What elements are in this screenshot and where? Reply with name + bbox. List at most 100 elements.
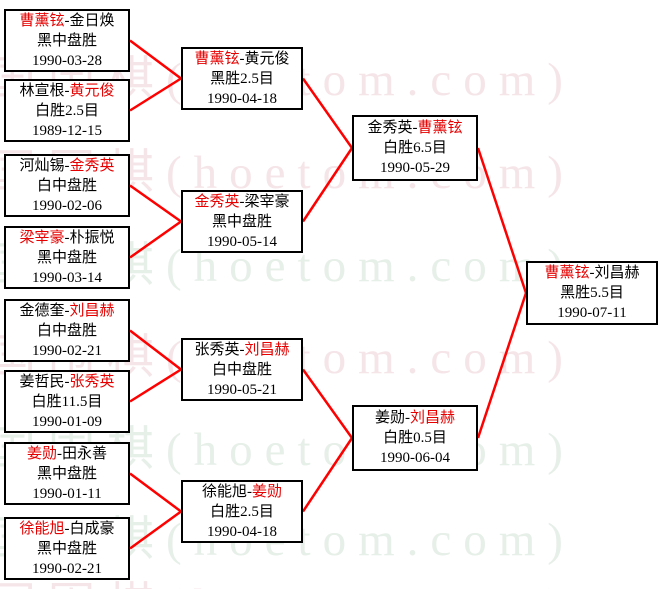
player-name: 梁宰豪 bbox=[19, 229, 65, 246]
match-players: 张秀英-刘昌赫 bbox=[183, 340, 301, 360]
match-date: 1990-07-11 bbox=[557, 305, 627, 321]
bracket-connector bbox=[129, 220, 182, 259]
name-separator: - bbox=[589, 265, 595, 281]
match-result: 白中盘胜 bbox=[36, 177, 97, 194]
player-name: 黄元俊 bbox=[69, 82, 115, 99]
player-name: 刘昌赫 bbox=[244, 341, 290, 358]
player-name: 刘昌赫 bbox=[410, 410, 456, 426]
match-date: 1990-04-18 bbox=[207, 523, 277, 540]
bracket-connector bbox=[476, 292, 528, 439]
player-name: 白成豪 bbox=[69, 520, 115, 537]
match-date: 1990-05-29 bbox=[380, 160, 450, 176]
match-players: 姜勋-刘昌赫 bbox=[354, 408, 476, 428]
player-name: 姜勋 bbox=[26, 445, 57, 462]
name-separator: - bbox=[64, 373, 70, 390]
player-name: 刘昌赫 bbox=[69, 302, 115, 319]
name-separator: - bbox=[64, 157, 70, 174]
match-date: 1990-05-21 bbox=[207, 381, 277, 398]
player-name: 张秀英 bbox=[69, 373, 115, 390]
player-name: 徐能旭 bbox=[19, 520, 65, 537]
name-separator: - bbox=[247, 483, 252, 500]
match-result: 白胜11.5目 bbox=[31, 393, 103, 410]
match-players: 金德奎-刘昌赫 bbox=[6, 301, 128, 321]
match-box-quarterfinals-2: 金秀英-梁宰豪黑中盘胜 1990-05-14 bbox=[181, 190, 303, 253]
match-result: 白中盘胜 bbox=[36, 322, 97, 339]
match-result: 白胜6.5目 bbox=[383, 140, 447, 156]
match-date: 1990-03-14 bbox=[32, 269, 102, 286]
match-players: 林宣根-黄元俊 bbox=[6, 81, 128, 101]
player-name: 刘昌赫 bbox=[594, 265, 640, 281]
match-box-semifinals-2: 姜勋-刘昌赫白胜0.5目 1990-06-04 bbox=[352, 405, 478, 471]
bracket-connector bbox=[129, 39, 182, 80]
match-players: 梁宰豪-朴振悦 bbox=[6, 228, 128, 248]
match-result: 黑中盘胜 bbox=[36, 32, 97, 49]
name-separator: - bbox=[239, 341, 245, 358]
player-name: 徐能旭 bbox=[201, 483, 247, 500]
match-players: 曹薰铉-黄元俊 bbox=[183, 49, 301, 69]
match-date: 1990-02-06 bbox=[32, 197, 102, 214]
name-separator: - bbox=[239, 193, 245, 210]
name-separator: - bbox=[64, 302, 70, 319]
match-players: 徐能旭-白成豪 bbox=[6, 519, 128, 539]
bracket-connector bbox=[129, 329, 182, 371]
match-players: 曹薰铉-刘昌赫 bbox=[528, 263, 656, 283]
match-box-quarterfinals-4: 徐能旭-姜勋白胜2.5目 1990-04-18 bbox=[181, 480, 303, 543]
match-date: 1989-12-15 bbox=[32, 122, 102, 139]
match-date: 1990-06-04 bbox=[380, 450, 450, 466]
match-date: 1990-02-21 bbox=[32, 560, 102, 577]
match-date: 1990-01-11 bbox=[32, 485, 102, 502]
player-name: 曹薰铉 bbox=[417, 120, 463, 136]
match-date: 1990-03-28 bbox=[32, 52, 102, 69]
match-result: 黑中盘胜 bbox=[211, 213, 272, 230]
bracket-connector bbox=[301, 437, 354, 513]
bracket-connector bbox=[129, 368, 182, 403]
player-name: 金日焕 bbox=[69, 12, 115, 29]
match-result: 黑中盘胜 bbox=[36, 465, 97, 482]
player-name: 林宣根 bbox=[19, 82, 65, 99]
match-result: 黑胜2.5目 bbox=[210, 70, 274, 87]
match-players: 金秀英-梁宰豪 bbox=[183, 192, 301, 212]
match-date: 1990-02-21 bbox=[32, 342, 102, 359]
match-players: 姜哲民-张秀英 bbox=[6, 372, 128, 392]
bracket-connector bbox=[129, 472, 182, 513]
match-players: 金秀英-曹薰铉 bbox=[354, 118, 476, 138]
match-date: 1990-01-09 bbox=[32, 413, 102, 430]
player-name: 姜勋 bbox=[374, 410, 405, 426]
player-name: 河灿锡 bbox=[19, 157, 65, 174]
player-name: 姜哲民 bbox=[19, 373, 65, 390]
name-separator: - bbox=[405, 410, 410, 426]
bracket-connector bbox=[301, 77, 354, 149]
match-date: 1990-04-18 bbox=[207, 90, 277, 107]
player-name: 曹薰铉 bbox=[19, 12, 65, 29]
match-box-quarterfinals-1: 曹薰铉-黄元俊黑胜2.5目 1990-04-18 bbox=[181, 47, 303, 110]
match-players: 河灿锡-金秀英 bbox=[6, 156, 128, 176]
bracket-connector bbox=[301, 368, 354, 439]
name-separator: - bbox=[57, 445, 62, 462]
name-separator: - bbox=[64, 82, 70, 99]
match-players: 曹薰铉-金日焕 bbox=[6, 11, 128, 31]
player-name: 金秀英 bbox=[69, 157, 115, 174]
player-name: 曹薰铉 bbox=[544, 265, 590, 281]
match-players: 姜勋-田永善 bbox=[6, 444, 128, 464]
match-result: 白胜2.5目 bbox=[210, 503, 274, 520]
player-name: 姜勋 bbox=[252, 483, 283, 500]
bracket-connector bbox=[476, 147, 528, 294]
player-name: 朴振悦 bbox=[69, 229, 115, 246]
player-name: 金秀英 bbox=[194, 193, 240, 210]
match-date: 1990-05-14 bbox=[207, 233, 277, 250]
bracket-connector bbox=[129, 510, 182, 550]
name-separator: - bbox=[64, 229, 70, 246]
match-box-quarterfinals-3: 张秀英-刘昌赫白中盘胜 1990-05-21 bbox=[181, 338, 303, 401]
match-result: 白中盘胜 bbox=[211, 361, 272, 378]
match-result: 白胜0.5目 bbox=[383, 430, 447, 446]
name-separator: - bbox=[64, 12, 70, 29]
name-separator: - bbox=[239, 50, 245, 67]
bracket-connector bbox=[129, 77, 182, 112]
